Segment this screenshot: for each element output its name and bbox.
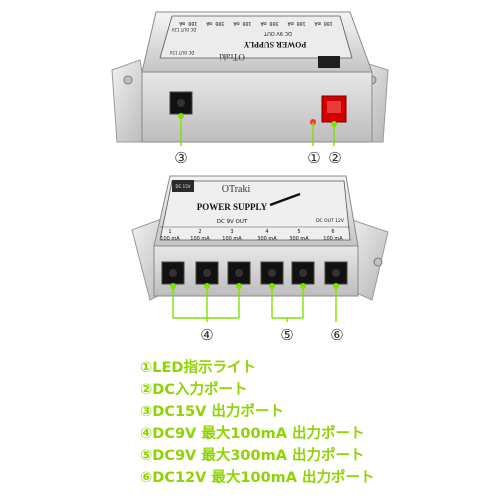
svg-text:100 mA: 100 mA	[160, 236, 180, 242]
top-unit-panel-title: POWER SUPPLY	[243, 40, 306, 49]
svg-text:1: 1	[168, 229, 171, 235]
svg-text:2: 2	[198, 229, 201, 235]
legend-item-dc9v-100ma-out: ④DC9V 最大100mA 出力ポート	[140, 426, 365, 442]
bottom-unit-dc15v-box	[172, 180, 194, 192]
callout-3: ③	[174, 149, 187, 167]
top-unit-label-panel	[159, 15, 353, 59]
bottom-unit-panel-title: POWER SUPPLY	[197, 202, 268, 212]
bottom-power-supply-unit: DC 15V OTraki POWER SUPPLY DC 9V OUT DC …	[131, 175, 389, 301]
callout-4: ④	[200, 326, 213, 344]
top-power-supply-unit: 100 mA 100 mA 300 mA 100 mA 300 mA 100 m…	[111, 11, 389, 143]
product-photo: 100 mA 100 mA 300 mA 100 mA 300 mA 100 m…	[111, 11, 389, 344]
svg-text:100 mA: 100 mA	[222, 236, 242, 242]
callout-5: ⑤	[280, 326, 293, 344]
jack-hole	[327, 101, 341, 113]
svg-text:100 mA: 100 mA	[323, 236, 343, 242]
legend-item-dc-input: ②DC入力ポート	[140, 382, 248, 398]
bottom-unit-label-panel	[159, 180, 351, 241]
bottom-unit-front-face	[153, 245, 359, 297]
legend-item-dc9v-300ma-out: ⑤DC9V 最大300mA 出力ポート	[140, 448, 365, 464]
svg-text:6: 6	[331, 229, 334, 235]
bottom-unit-brand: OTraki	[222, 184, 251, 195]
output-jacks	[161, 261, 348, 289]
top-unit-rating-sticker	[318, 56, 340, 68]
top-left-screw	[123, 75, 133, 85]
jack-hole	[177, 99, 185, 107]
bottom-unit-dc9v-label: DC 9V OUT	[217, 219, 248, 225]
callout-6: ⑥	[330, 326, 343, 344]
svg-text:4: 4	[265, 229, 268, 235]
bottom-callouts	[172, 286, 337, 322]
bottom-unit-dc15v-label: DC 15V	[176, 184, 191, 189]
top-unit-dc15v-label: DC OUT 15V	[169, 50, 194, 55]
top-unit-current-labels: 100 mA 100 mA 300 mA 100 mA 300 mA 100 m…	[179, 20, 332, 26]
callout-2: ②	[328, 149, 341, 167]
svg-text:300 mA: 300 mA	[289, 236, 309, 242]
legend-item-dc15v-out: ③DC15V 出力ポート	[140, 404, 284, 420]
top-unit-brand: OTraki	[219, 52, 245, 62]
svg-text:5: 5	[297, 229, 300, 235]
callout-1: ①	[307, 149, 320, 167]
svg-text:100 mA: 100 mA	[190, 236, 210, 242]
top-unit-dc9v-label: DC 9V OUT	[263, 30, 292, 36]
top-unit-dc12v-label: DC OUT 12V	[171, 27, 196, 32]
port-legend: ①LED指示ライト ②DC入力ポート ③DC15V 出力ポート ④DC9V 最大…	[140, 357, 480, 489]
svg-text:300 mA: 300 mA	[257, 236, 277, 242]
bottom-right-screw	[373, 257, 383, 267]
bottom-unit-dc12v-label: DC OUT 12V	[316, 218, 345, 224]
legend-item-dc12v-100ma-out: ⑥DC12V 最大100mA 出力ポート	[140, 470, 375, 486]
legend-item-led: ①LED指示ライト	[140, 360, 256, 376]
bottom-unit-port-labels: 1 2 3 4 5 6 100 mA 100 mA 100 mA 300 mA …	[160, 229, 343, 242]
top-callouts: ③ ① ②	[174, 116, 342, 167]
svg-text:3: 3	[230, 229, 233, 235]
